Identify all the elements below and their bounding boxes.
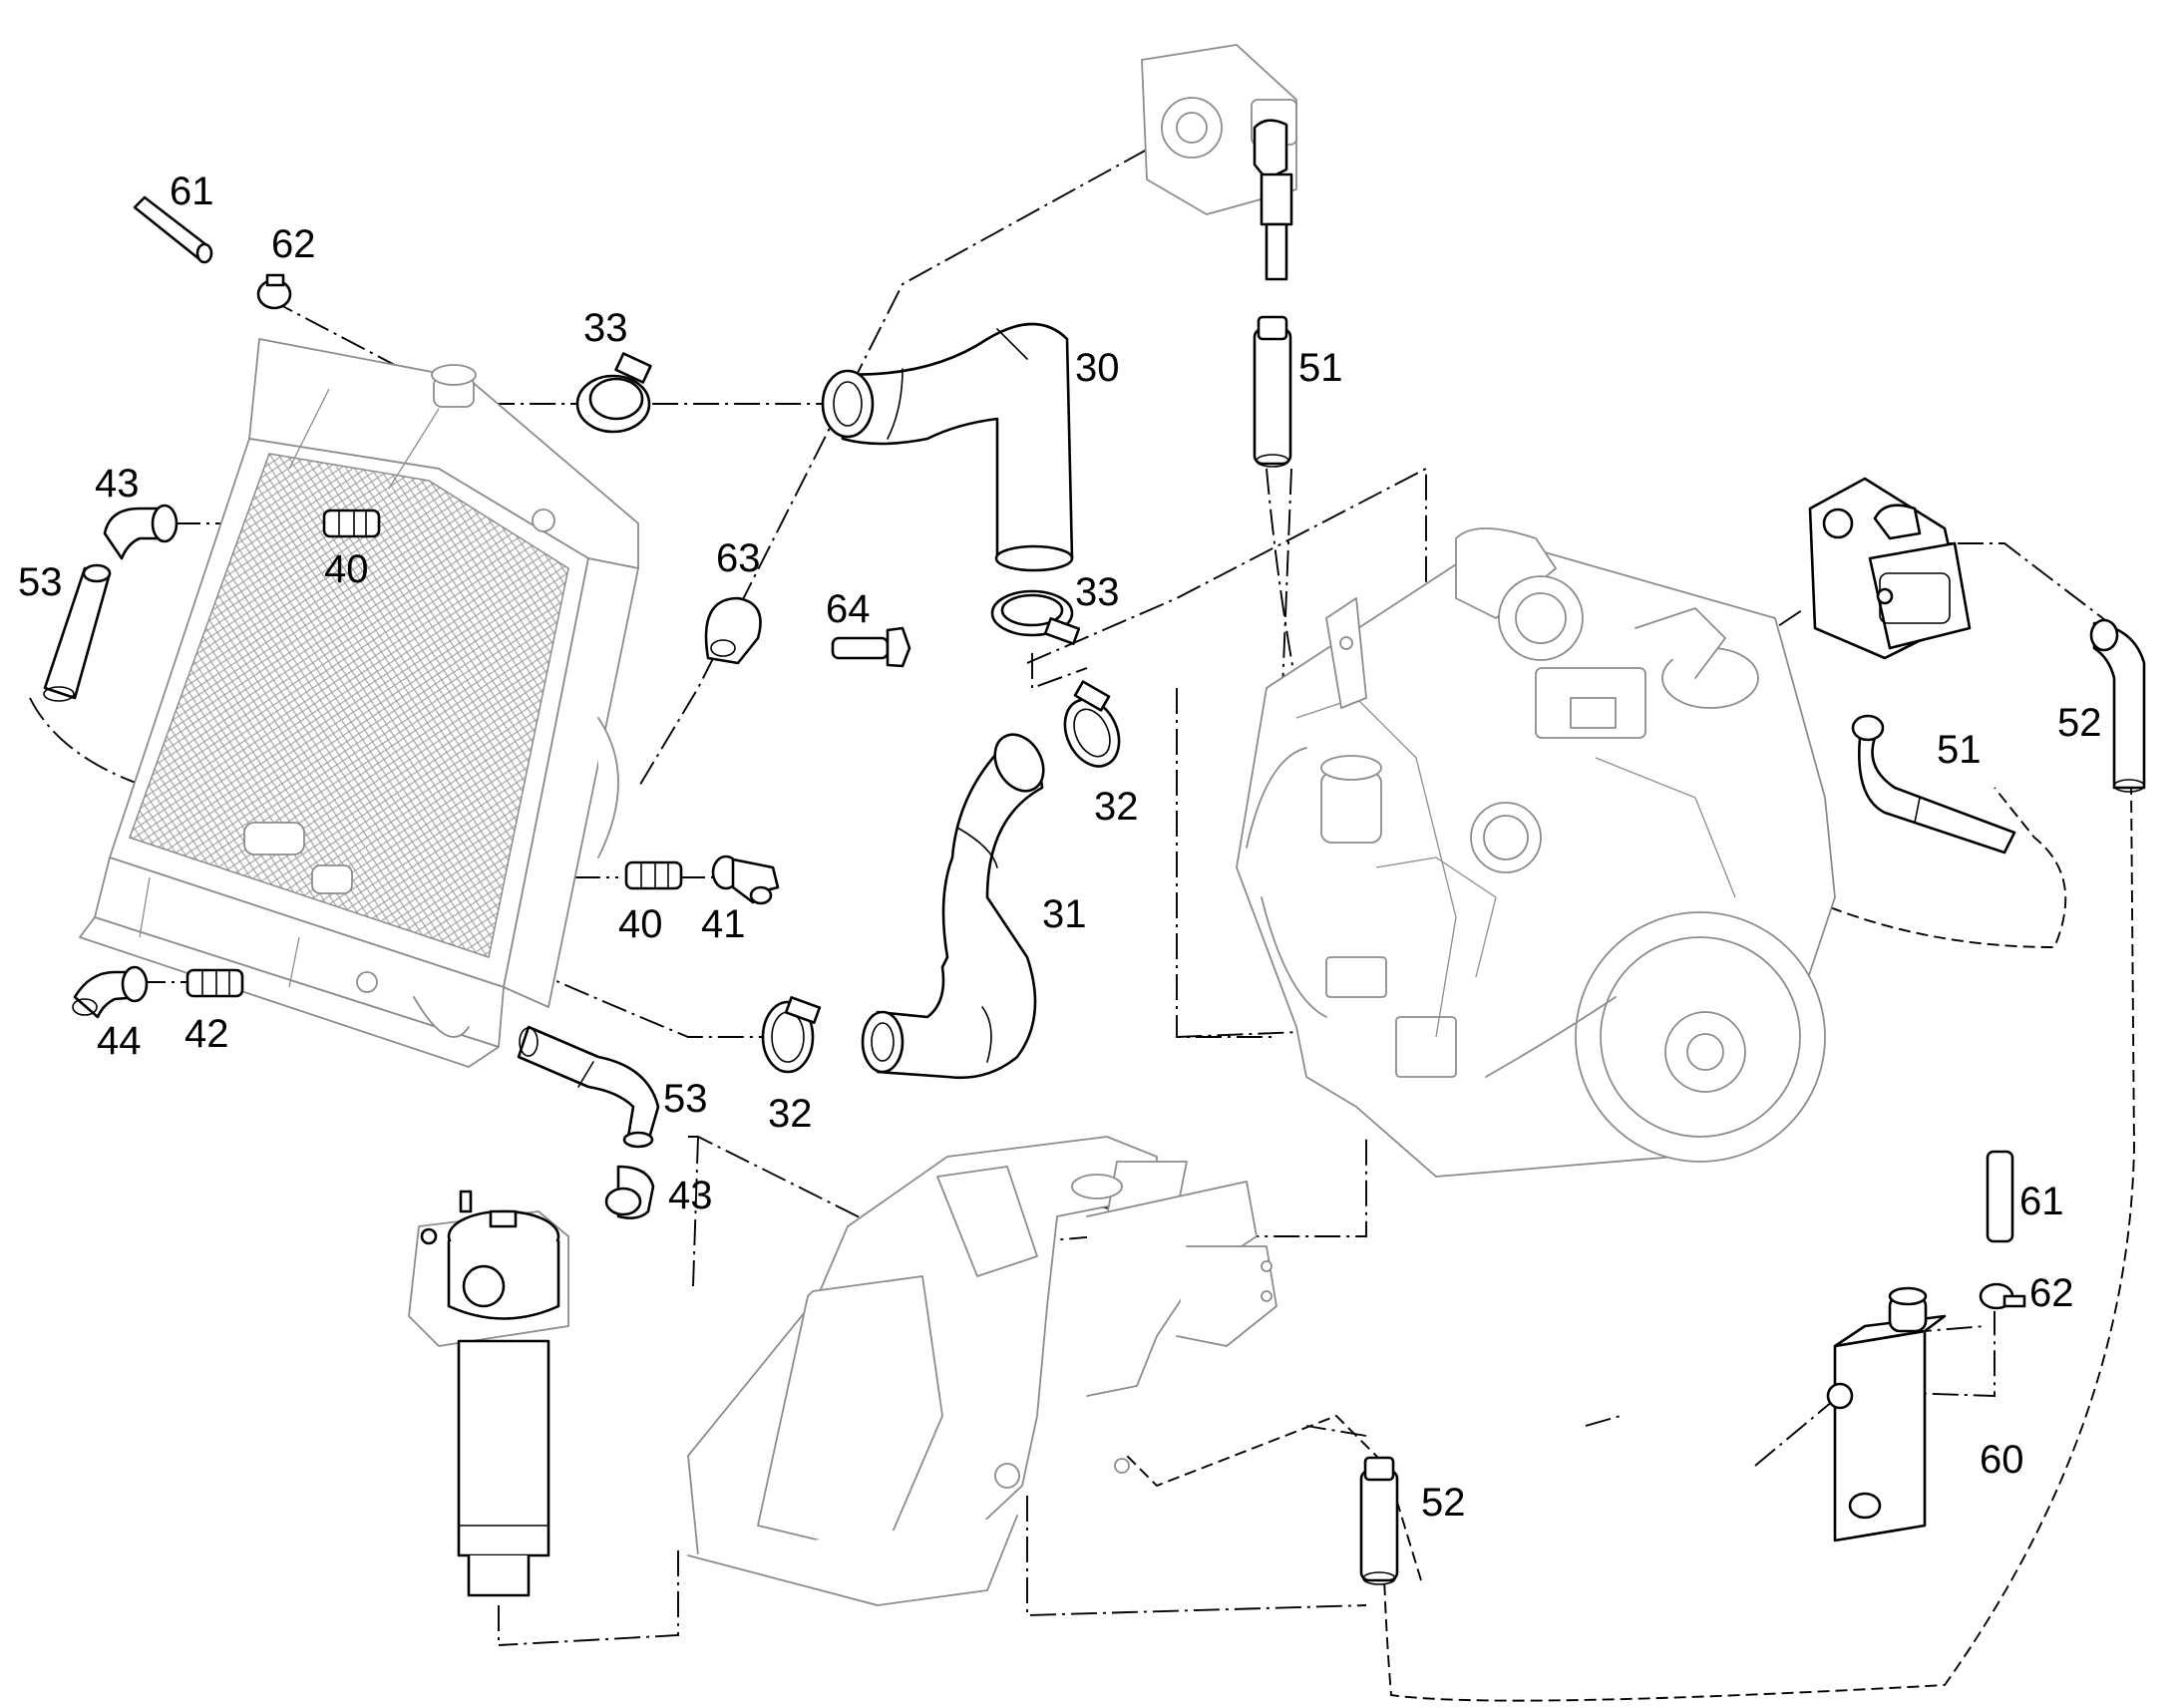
clamp-62-top-left [256,273,292,310]
callout-31: 31 [1042,892,1087,936]
hose-52-bottom [1359,1456,1399,1585]
adapter-40-lower [624,860,683,890]
callout-43-upper: 43 [95,462,140,506]
callout-61-top-left: 61 [170,170,214,213]
callout-61-right: 61 [2019,1180,2064,1223]
engine-block [1236,527,1836,1178]
hose-52-right [2089,618,2146,793]
hose-53-lower [517,1025,660,1149]
hydraulic-pump-top [1141,44,1297,281]
callout-51-right: 51 [1937,728,1982,772]
callout-40-upper: 40 [324,547,369,591]
bolt-64 [831,626,911,668]
callout-63: 63 [716,536,761,580]
elbow-fitting-43-lower [604,1165,655,1219]
callout-32-lower: 32 [768,1092,813,1136]
callout-60: 60 [1980,1438,2024,1482]
callout-52-right: 52 [2057,701,2102,745]
adapter-40-upper [322,509,381,538]
callout-43-lower: 43 [668,1174,713,1217]
callout-42: 42 [184,1012,229,1056]
clamp-62-right [1979,1282,2026,1310]
callout-44: 44 [97,1019,142,1063]
callout-53-lower: 53 [663,1077,708,1121]
callout-62-right: 62 [2029,1271,2074,1315]
hose-clamp-32-upper [1063,680,1121,768]
callout-62-top-left: 62 [271,222,316,266]
hose-61-top-left [133,195,213,264]
hose-clamp-32-lower [761,996,822,1074]
radiator-hose-30 [821,322,1074,572]
radiator-hose-31 [861,733,1045,1080]
radiator [79,338,639,1068]
callout-40-lower: 40 [618,902,663,946]
callout-41: 41 [701,902,746,946]
tee-fitting-41 [711,854,780,905]
hose-clamp-33-upper [575,352,652,434]
elbow-fitting-44 [72,965,149,1019]
callout-30: 30 [1075,346,1120,390]
callout-32-upper: 32 [1094,785,1139,829]
adapter-42 [185,968,244,998]
callout-51-center: 51 [1298,346,1343,390]
callout-53-upper: 53 [18,560,63,604]
hydraulic-pump-right [1808,477,1972,660]
hose-61-right [1986,1150,2014,1243]
callout-labels: 61 62 33 30 51 43 53 40 63 64 33 32 31 4… [18,170,2102,1525]
expansion-tank-60 [1826,1286,1947,1542]
hose-51-center [1253,315,1292,468]
callout-33-lower: 33 [1075,570,1120,614]
callout-33-upper: 33 [583,306,628,350]
hose-clamp-33-lower [990,589,1081,645]
hydraulic-filter [408,1190,569,1597]
clip-63 [704,596,762,665]
callout-64: 64 [826,587,871,631]
elbow-fitting-43-upper [103,504,179,560]
hose-53-upper-left [43,563,112,702]
callout-52-bottom: 52 [1421,1481,1466,1525]
chassis-frame [687,1136,1277,1606]
hose-51-right [1851,714,2016,854]
